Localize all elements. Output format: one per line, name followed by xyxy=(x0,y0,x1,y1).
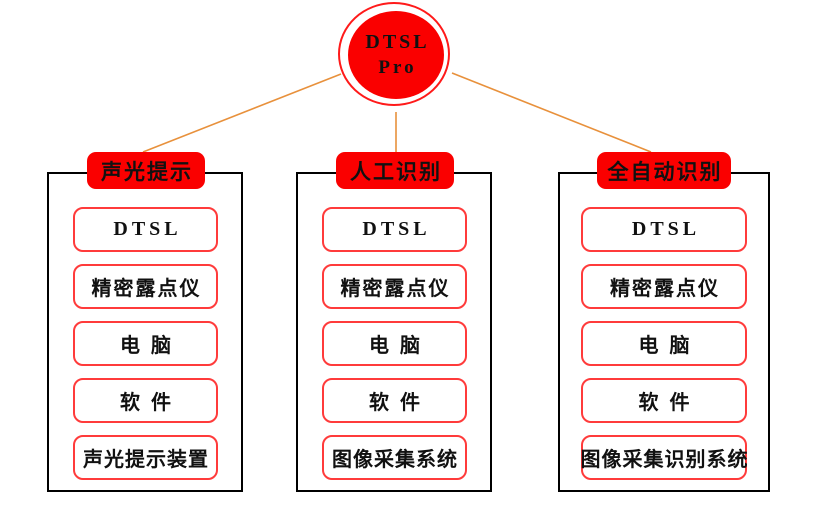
branch-column-2: 人工识别 DTSL 精密露点仪 电脑 软件 图像采集系统 xyxy=(296,152,492,492)
list-item-label: 精密露点仪 xyxy=(91,278,202,300)
branch-header-label-1: 声光提示 xyxy=(101,159,193,184)
root-title-line1: DTSL xyxy=(365,31,430,53)
branch-items-1: DTSL 精密露点仪 电脑 软件 声光提示装置 xyxy=(73,207,218,480)
list-item[interactable]: 精密露点仪 xyxy=(73,264,218,309)
list-item-label: 声光提示装置 xyxy=(83,449,209,471)
list-item[interactable]: 电脑 xyxy=(581,321,747,366)
list-item[interactable]: 电脑 xyxy=(73,321,218,366)
list-item-label: 精密露点仪 xyxy=(610,278,720,300)
branch-header-1[interactable]: 声光提示 xyxy=(87,152,205,189)
list-item-label: 软件 xyxy=(369,392,431,414)
branch-items-3: DTSL 精密露点仪 电脑 软件 图像采集识别系统 xyxy=(580,207,749,480)
branch-header-3[interactable]: 全自动识别 xyxy=(597,152,731,189)
branch-column-3: 全自动识别 DTSL 精密露点仪 电脑 软件 图像采集识别系统 xyxy=(558,152,770,492)
branch-column-1: 声光提示 DTSL 精密露点仪 电脑 软件 声光提示装置 xyxy=(47,152,243,492)
list-item[interactable]: DTSL xyxy=(581,207,747,252)
list-item-label: 软件 xyxy=(638,392,701,414)
list-item[interactable]: 软件 xyxy=(73,378,218,423)
root-node[interactable]: DTSL Pro xyxy=(338,2,456,112)
list-item-label: DTSL xyxy=(362,218,431,240)
list-item[interactable]: DTSL xyxy=(73,207,218,252)
connector-right xyxy=(451,72,652,153)
list-item-label: 电脑 xyxy=(369,335,431,357)
connector-left xyxy=(142,73,342,153)
root-ring xyxy=(338,2,450,106)
list-item[interactable]: 精密露点仪 xyxy=(581,264,747,309)
list-item[interactable]: 软件 xyxy=(322,378,467,423)
branch-header-label-3: 全自动识别 xyxy=(607,159,723,184)
root-title-line2: Pro xyxy=(378,57,417,78)
list-item[interactable]: 精密露点仪 xyxy=(322,264,467,309)
root-disc: DTSL Pro xyxy=(348,11,444,99)
list-item[interactable]: 图像采集识别系统 xyxy=(580,435,749,480)
list-item-label: 图像采集识别系统 xyxy=(580,449,749,471)
list-item[interactable]: 电脑 xyxy=(322,321,467,366)
list-item[interactable]: DTSL xyxy=(322,207,467,252)
branch-header-label-2: 人工识别 xyxy=(350,159,442,184)
list-item-label: DTSL xyxy=(113,218,182,240)
list-item-label: 精密露点仪 xyxy=(340,278,451,300)
branch-items-2: DTSL 精密露点仪 电脑 软件 图像采集系统 xyxy=(322,207,467,480)
list-item-label: 图像采集系统 xyxy=(332,449,458,471)
list-item[interactable]: 图像采集系统 xyxy=(322,435,467,480)
branch-header-2[interactable]: 人工识别 xyxy=(336,152,454,189)
list-item[interactable]: 声光提示装置 xyxy=(73,435,218,480)
list-item-label: 电脑 xyxy=(638,335,701,357)
list-item[interactable]: 软件 xyxy=(581,378,747,423)
list-item-label: 软件 xyxy=(120,392,182,414)
list-item-label: DTSL xyxy=(631,218,701,240)
list-item-label: 电脑 xyxy=(120,335,182,357)
